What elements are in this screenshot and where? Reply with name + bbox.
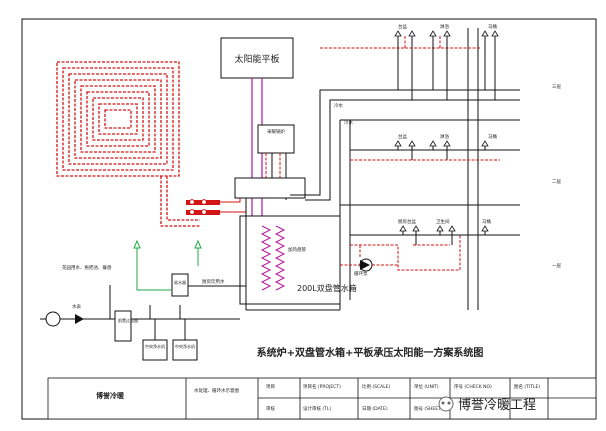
drawing-name: 水处理、循环水示意图: [194, 387, 239, 394]
solar-panel-label: 太阳能平板: [234, 53, 279, 65]
floor3-fixture-risers: [397, 36, 496, 100]
green-drinking-pipe: [136, 245, 199, 291]
water-meter: [45, 311, 61, 327]
purifier-2-label: 中央净水机: [175, 343, 195, 349]
floor3-fixture-1: 台盆: [398, 23, 407, 30]
tb-project-en: 项目名 (PROJECT): [303, 383, 341, 390]
garden-label: 花园用水、拖把池、餐盘: [62, 264, 112, 271]
boiler-box: [257, 124, 295, 154]
drinking-label: 厨房饮用水: [202, 278, 225, 285]
water-risers: [246, 28, 520, 311]
inlet-check-valve: [75, 314, 84, 324]
floor1-fixture-1: 厨房台盆: [398, 218, 416, 225]
circulation-pump: [340, 258, 398, 272]
tb-sheet: 图号 (SHEET): [414, 406, 443, 412]
cold-water-label-1: 冷水: [334, 102, 343, 109]
floor-label-3: 三层: [552, 84, 561, 90]
prefilter-label: 前置过滤器: [118, 317, 138, 323]
tb-page: 序号 (CHECK NO): [454, 383, 492, 390]
prefilter-box: [114, 310, 132, 342]
tb-scale: 比例 (SCALE): [362, 383, 391, 390]
floor-label-1: 一层: [552, 263, 561, 269]
meter-label: 水表: [72, 303, 81, 310]
heating-coil-in-tank: [260, 225, 286, 291]
water-tank: [239, 215, 341, 305]
floor3-fixture-2: 淋浴: [440, 23, 449, 30]
floor2-fixture-2: 淋浴: [440, 133, 449, 140]
tb-project: 项目: [266, 384, 275, 390]
floor3-fixture-valves: [394, 30, 499, 37]
floor3-fixture-3: 马桶: [488, 23, 497, 30]
watermark-text: 博誉冷暖工程: [458, 398, 536, 413]
inlet-main-pipe: [40, 285, 246, 320]
tb-date: 日期 (DATE): [362, 406, 388, 412]
tb-page-en: 图名 (TITLE): [514, 383, 540, 390]
floor1-fixture-2: 卫生间: [436, 218, 450, 225]
main-title: 系统炉+双盘管水箱+平板承压太阳能一方案系统图: [257, 346, 484, 359]
floor1-fixture-risers: [402, 231, 486, 245]
floor2-fixture-1: 台盆: [398, 133, 407, 140]
boiler-label: 采暖锅炉: [267, 128, 285, 135]
company-name: 博誉冷暖: [96, 391, 125, 400]
floor3-fixture-pipes: [320, 36, 480, 49]
floor2-fixture-risers: [397, 146, 486, 160]
tank-label: 200L双盘管水箱: [297, 283, 357, 293]
cold-water-label-2: 冷水: [344, 119, 353, 126]
tb-design-en: 设计审核 (TL): [303, 405, 331, 412]
tb-design: 审核: [266, 405, 275, 412]
pump-label: 循环泵: [354, 270, 368, 277]
purifier-1-label: 中央净水机: [145, 343, 165, 349]
floor-heating-coil: [56, 61, 200, 227]
softener-box: [171, 273, 189, 297]
tank-top: [234, 177, 306, 199]
purifier-2-box: [172, 339, 198, 361]
green-valve-2: [194, 239, 202, 249]
solar-pipes: [251, 78, 263, 230]
green-valve-1: [133, 239, 141, 249]
floor2-fixture-3: 马桶: [488, 133, 497, 140]
heater-label: 加热盘管: [288, 246, 306, 253]
floor1-fixture-3: 马桶: [482, 218, 491, 225]
floor1-fixture-valves: [399, 225, 489, 232]
floor2-fixture-valves: [394, 140, 489, 147]
softener-label: 软水器: [174, 279, 186, 285]
floor-label-2: 二层: [552, 179, 561, 185]
title-block: [47, 377, 597, 420]
purifier-1-box: [142, 339, 168, 361]
solar-panel-box: [220, 37, 294, 79]
watermark: 博誉冷暖工程: [438, 396, 536, 413]
floor1-fixture-pipes: [350, 235, 461, 271]
tb-unit: 单位 (UNIT): [414, 383, 439, 390]
